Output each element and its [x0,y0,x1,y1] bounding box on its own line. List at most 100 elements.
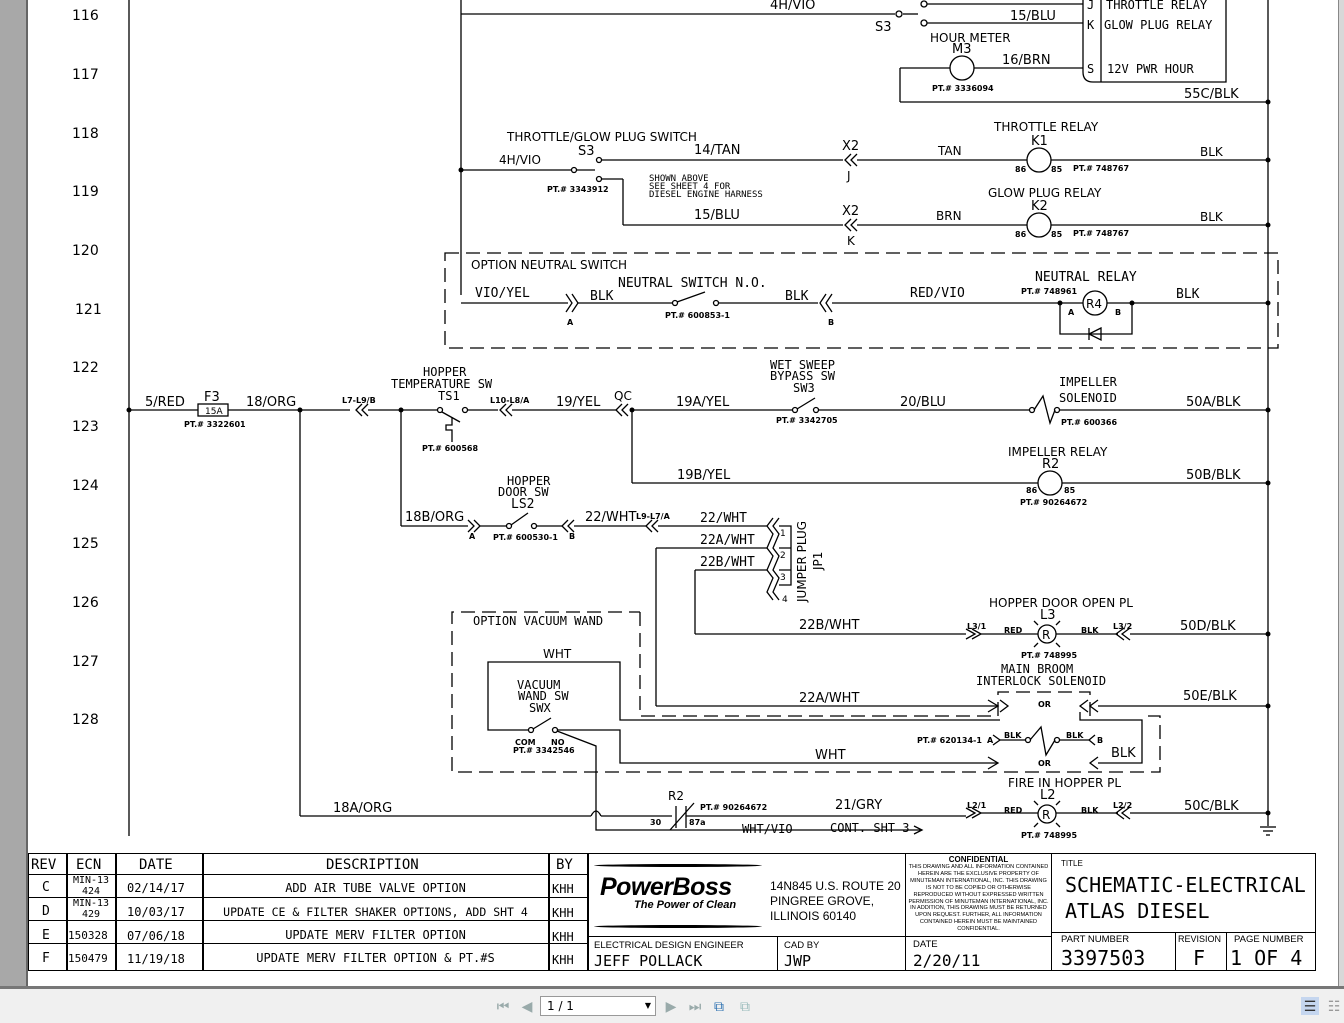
wire-label: BLK [1066,731,1084,740]
relay-coil-icon [1026,212,1052,238]
vertical-scrollbar[interactable] [1338,0,1344,986]
wire-label: 21/GRY [835,798,882,813]
rev-cell: D [42,904,50,919]
wire-label: BLK [1200,145,1224,159]
row-number: 123 [72,419,99,435]
row-number: 121 [75,302,102,318]
connector-pin: J [1087,0,1094,12]
cad-value: JWP [784,952,812,970]
ecn-cell: MIN-13 429 [72,898,110,920]
wire-label: 55C/BLK [1184,87,1239,102]
first-page-icon: ⏮ [496,998,510,1014]
component-label: K1 [1031,134,1048,149]
drawing-title: SCHEMATIC-ELECTRICAL [1065,873,1306,897]
wire-label: 14/TAN [694,143,740,158]
wire-label: 19B/YEL [677,468,731,483]
part-number: PT.# 748961 [1021,287,1077,296]
continuous-view-button[interactable]: ☷ [1325,997,1343,1015]
component-label: F3 [204,390,220,405]
pin-label: 4 [782,595,788,605]
previous-view-button[interactable]: ⧉ [710,997,728,1015]
wire-label: 50B/BLK [1186,468,1241,483]
date-cell: 02/14/17 [127,881,185,895]
pin-label: 85 [1051,230,1063,239]
component-label: SW3 [793,381,815,395]
wire-label: VIO/YEL [475,286,530,301]
harness-connector [1082,0,1227,83]
component-label: TS1 [438,389,460,403]
component-title: HOPPER DOOR OPEN PL [989,596,1133,610]
option-title: OPTION NEUTRAL SWITCH [471,258,627,272]
by-header: BY [556,857,573,873]
pin-label: COM [515,738,536,747]
connector-icon [819,293,833,313]
single-page-view-button[interactable]: ☰ [1301,997,1319,1015]
component-title: IMPELLER [1059,375,1118,389]
wire-label: RED/VIO [910,286,965,301]
component-title: TEMPERATURE SW [391,377,493,391]
rev-header: REV [31,857,57,873]
cad-label: CAD BY [784,940,820,951]
wire-label: 22B/WHT [700,555,755,570]
part-number: PT.# 620134-1 [917,736,982,745]
component-label: JP1 [811,552,825,571]
revision-label: REVISION [1178,934,1222,944]
chevron-down-icon: ▼ [644,1001,651,1010]
connector-icon [355,403,369,417]
first-page-button[interactable]: ⏮ [494,997,512,1015]
wire-label: BLK [1176,287,1200,302]
option-title: OPTION VACUUM WAND [473,614,603,628]
component-label: M3 [952,42,972,57]
component-title: HOPPER [507,474,551,488]
page-number-value: 1 OF 4 [1230,946,1303,970]
engineer-label: ELECTRICAL DESIGN ENGINEER [594,940,744,951]
part-number: PT.# 90264672 [1020,498,1087,507]
component-title: VACUUM [517,678,560,692]
relay-coil-icon [1037,470,1063,496]
component-label: R2 [1042,457,1059,472]
next-page-button[interactable]: ▶ [662,997,680,1015]
address-line: 14N845 U.S. ROUTE 20 [770,879,901,893]
previous-page-button[interactable]: ◀ [518,997,536,1015]
wire-label: 4H/VIO [770,0,815,13]
component-title: THROTTLE RELAY [993,120,1099,134]
wire-label: 18/ORG [246,395,296,410]
component-label: S3 [875,20,892,35]
wire-label: BLK [1111,746,1136,761]
wire-label: BLK [1200,210,1224,224]
wire-label: 19/YEL [556,395,601,410]
row-number: 122 [72,360,99,376]
wire-label: 4H/VIO [499,153,541,167]
component-label: R4 [1086,297,1102,311]
drawing-subtitle: ATLAS DIESEL [1065,899,1210,923]
previous-page-icon: ◀ [521,998,533,1014]
next-view-button[interactable]: ⧉ [736,997,754,1015]
title-block: REV ECN DATE DESCRIPTION BY C MIN-13 424… [28,853,1316,971]
address-line: ILLINOIS 60140 [770,909,857,923]
continuous-page-icon: ☷ [1327,998,1341,1014]
last-page-icon: ⏭ [688,998,702,1014]
wire-label: RED [1004,626,1023,635]
component-title: JUMPER PLUG [795,521,809,603]
connector-pin-label: 12V PWR HOUR [1107,62,1194,76]
ecn-cell: MIN-13 424 [72,875,110,897]
component-title: WAND SW [518,689,569,703]
schematic-sheet [26,0,1340,986]
part-number: PT.# 3342705 [776,416,838,425]
revision-value: F [1193,946,1206,970]
connector-label: X2 [842,139,859,154]
wire-label: BRN [936,209,962,223]
wire-label: 22A/WHT [700,533,755,548]
description-cell: UPDATE CE & FILTER SHAKER OPTIONS, ADD S… [223,905,528,919]
pin-label: 85 [1051,165,1063,174]
wire-label: WHT [815,748,846,763]
component-title: HOPPER [423,365,467,379]
part-number: PT.# 748767 [1073,229,1129,238]
component-title: IMPELLER RELAY [1008,445,1108,459]
page-selector[interactable]: 1 / 1 ▼ [540,996,656,1016]
viewer-toolbar: ⏮ ◀ 1 / 1 ▼ ▶ ⏭ ⧉ ⧉ ☰ ☷ [0,986,1344,1023]
connector-icon [1114,806,1131,820]
wire-label: BLK [785,289,809,304]
last-page-button[interactable]: ⏭ [686,997,704,1015]
part-number: PT.# 748767 [1073,164,1129,173]
